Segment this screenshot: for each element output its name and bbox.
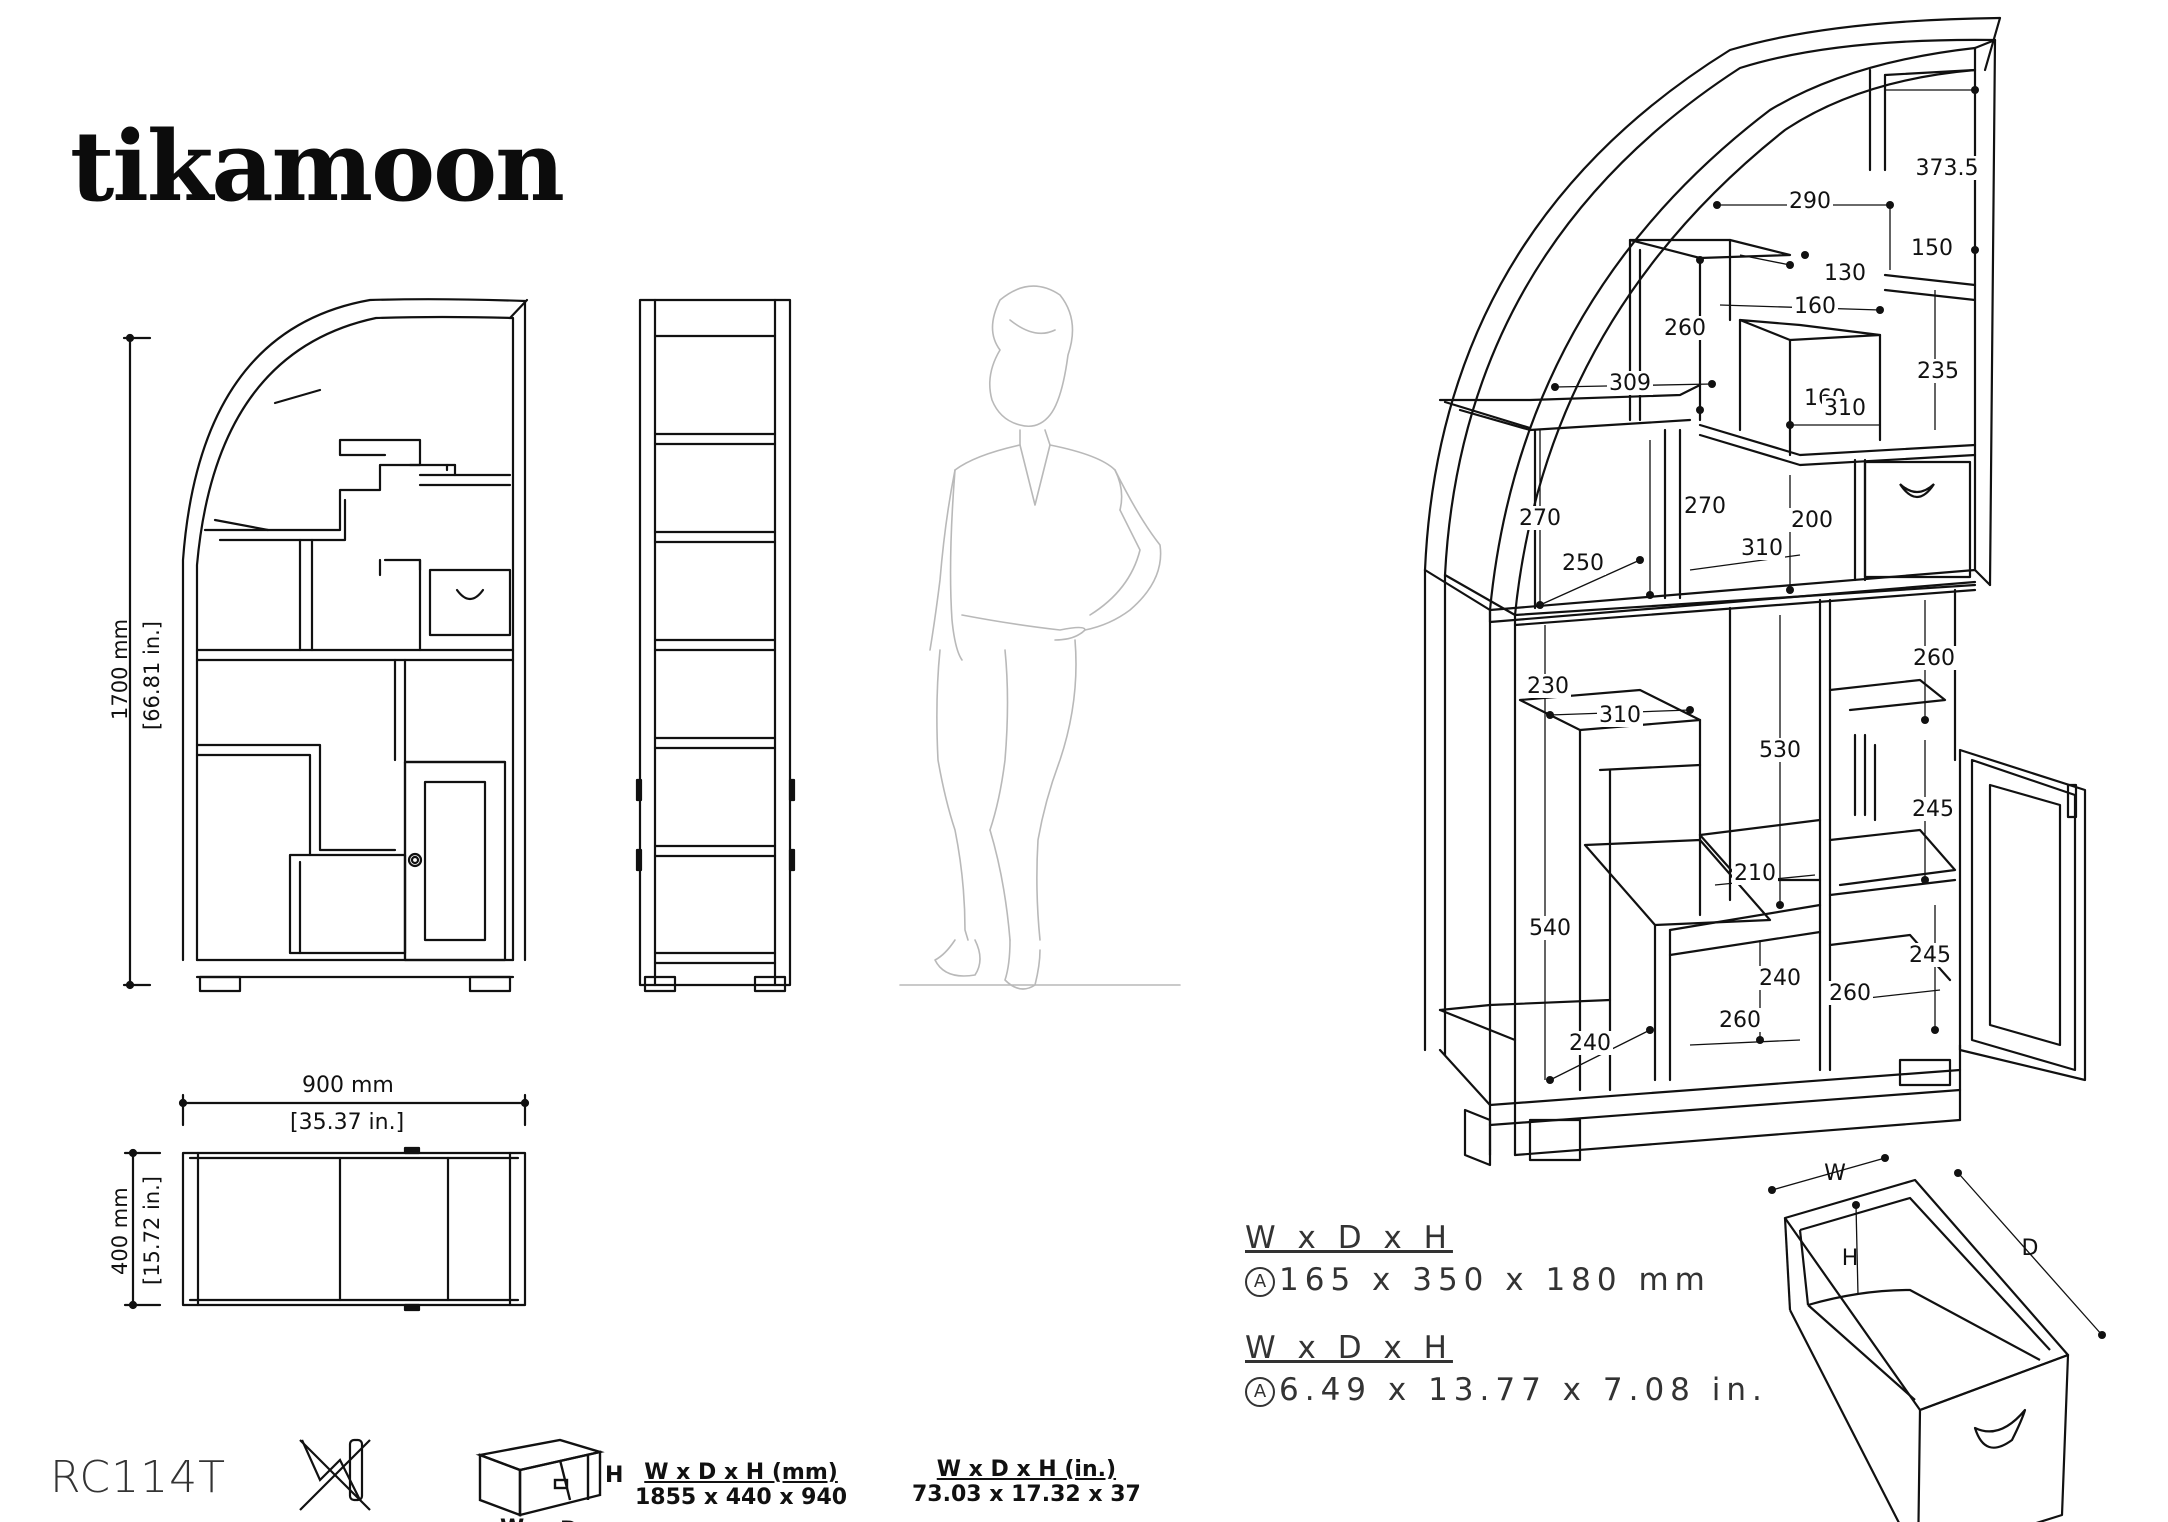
iso-label-bg xyxy=(1910,156,1984,180)
iso-dimension-labels: 373.529015013016026030923516031027027020… xyxy=(1517,156,1984,1056)
iso-label-bg xyxy=(1732,861,1778,885)
width-mm: 900 mm xyxy=(302,1073,394,1098)
iso-label-bg xyxy=(1567,1031,1613,1055)
top-view xyxy=(181,1146,527,1312)
iso-dimension-label: 250 xyxy=(1562,551,1604,576)
box-label-h: H xyxy=(605,1463,623,1488)
iso-label-bg xyxy=(1757,738,1803,762)
iso-label-bg xyxy=(1792,294,1838,318)
depth-mm: 400 mm xyxy=(108,1187,132,1275)
iso-label-bg xyxy=(1915,359,1961,383)
iso-dimension-label: 373.5 xyxy=(1916,156,1979,181)
iso-dimension-label: 235 xyxy=(1917,359,1959,384)
iso-label-bg xyxy=(1907,943,1953,967)
iso-dimension-label: 310 xyxy=(1741,536,1783,561)
drawer-marker: A xyxy=(1245,1376,1275,1407)
iso-dimension-label: 270 xyxy=(1519,506,1561,531)
iso-dimension-label: 130 xyxy=(1824,261,1866,286)
depth-in: [15.72 in.] xyxy=(140,1176,164,1285)
iso-label-bg xyxy=(1739,536,1785,560)
iso-dimension-label: 160 xyxy=(1794,294,1836,319)
package-spec-in: W x D x H (in.) 73.03 x 17.32 x 37 xyxy=(912,1457,1141,1507)
drawer-mm-header: W x D x H xyxy=(1245,1220,1453,1256)
product-code: RC114T xyxy=(50,1452,226,1503)
iso-label-bg xyxy=(1911,646,1957,670)
side-elevation xyxy=(635,298,796,993)
human-scale-figure xyxy=(899,285,1181,990)
drawer-handle-icon xyxy=(455,588,485,601)
iso-dimension-label: 260 xyxy=(1829,981,1871,1006)
package-in-header: W x D x H (in.) xyxy=(936,1457,1117,1482)
iso-label-bg xyxy=(1757,966,1803,990)
iso-dimension-label: 290 xyxy=(1789,189,1831,214)
iso-label-bg xyxy=(1560,551,1606,575)
package-spec-mm: W x D x H (mm) 1855 x 440 x 940 xyxy=(635,1460,847,1510)
iso-label-bg xyxy=(1597,703,1643,727)
iso-dimension-label: 240 xyxy=(1759,966,1801,991)
iso-dimension-label: 310 xyxy=(1824,396,1866,421)
box-label-w: W xyxy=(500,1516,524,1522)
iso-label-bg xyxy=(1682,494,1728,518)
iso-dimension-label: 210 xyxy=(1734,861,1776,886)
package-mm-header: W x D x H (mm) xyxy=(644,1460,838,1485)
no-tools-icon xyxy=(299,1438,371,1511)
iso-dimension-label: 260 xyxy=(1719,1008,1761,1033)
iso-label-bg xyxy=(1717,1008,1763,1032)
front-elevation xyxy=(181,298,529,993)
iso-label-bg xyxy=(1517,506,1563,530)
drawer-handle-icon xyxy=(1899,483,1935,499)
iso-dimension-label: 270 xyxy=(1684,494,1726,519)
iso-dimension-label: 309 xyxy=(1609,371,1651,396)
isometric-view xyxy=(1423,16,2087,1167)
iso-dimension-label: 310 xyxy=(1599,703,1641,728)
iso-dimension-label: 230 xyxy=(1527,674,1569,699)
iso-dimension-label: 245 xyxy=(1909,943,1951,968)
iso-label-bg xyxy=(1822,396,1868,420)
iso-dimension-label: 540 xyxy=(1529,916,1571,941)
drawer-in-header: W x D x H xyxy=(1245,1330,1453,1366)
drawer-marker: A xyxy=(1245,1266,1275,1297)
box-label-d: D xyxy=(560,1518,578,1522)
iso-dimension-label: 240 xyxy=(1569,1031,1611,1056)
iso-label-bg xyxy=(1607,371,1653,395)
iso-dimension-label: 245 xyxy=(1912,797,1954,822)
iso-label-bg xyxy=(1525,674,1571,698)
drawer-detail xyxy=(1783,1178,2070,1522)
iso-dimension-label: 150 xyxy=(1911,236,1953,261)
iso-label-bg xyxy=(1789,508,1835,532)
iso-label-bg xyxy=(1662,316,1708,340)
iso-dimension-label: 200 xyxy=(1791,508,1833,533)
iso-label-bg xyxy=(1822,261,1868,285)
iso-label-bg xyxy=(1910,797,1956,821)
height-in: [66.81 in.] xyxy=(140,621,164,730)
height-mm: 1700 mm xyxy=(108,618,132,720)
package-mm-value: 1855 x 440 x 940 xyxy=(635,1485,848,1510)
iso-label-bg xyxy=(1527,916,1573,940)
iso-label-bg xyxy=(1787,189,1833,213)
iso-dimension-label: 530 xyxy=(1759,738,1801,763)
drawer-axis-w: W xyxy=(1824,1161,1846,1186)
width-in: [35.37 in.] xyxy=(290,1110,405,1135)
drawer-axis-d: D xyxy=(2022,1236,2039,1261)
iso-label-bg xyxy=(1827,981,1873,1005)
iso-dimension-label: 260 xyxy=(1664,316,1706,341)
drawer-axis-h: H xyxy=(1842,1246,1859,1271)
door-knob-icon xyxy=(407,852,423,868)
iso-label-bg xyxy=(1909,236,1955,260)
iso-dimension-label: 260 xyxy=(1913,646,1955,671)
package-box-icon xyxy=(475,1438,605,1517)
brand-logo: tikamoon xyxy=(70,110,565,223)
package-in-value: 73.03 x 17.32 x 37 xyxy=(912,1482,1141,1507)
